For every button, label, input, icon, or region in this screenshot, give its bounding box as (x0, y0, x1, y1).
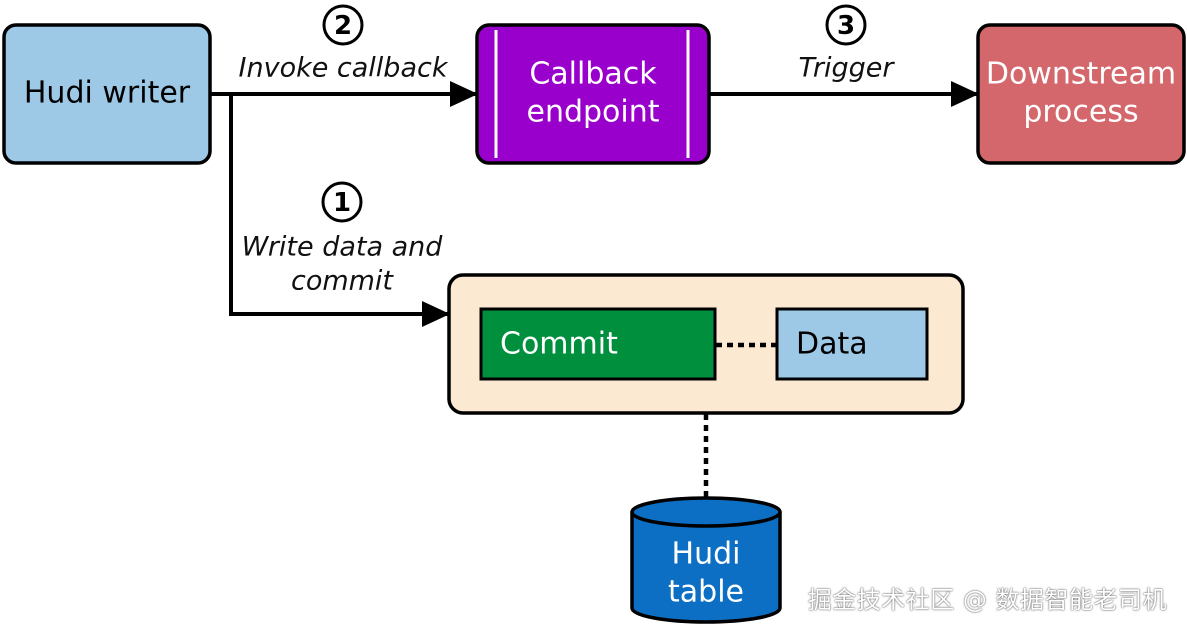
callback-endpoint-node: Callback endpoint (475, 23, 711, 165)
data-node: Data (775, 307, 929, 381)
write-data-label-line2: commit (291, 266, 394, 297)
step-3-number: 3 (837, 11, 855, 41)
callback-endpoint-label-line1: Callback (529, 57, 657, 92)
downstream-process-label-line2: process (1023, 95, 1138, 130)
downstream-process-node: Downstream process (976, 23, 1186, 165)
downstream-process-label-line1: Downstream (986, 57, 1176, 92)
step-2-number: 2 (334, 11, 352, 41)
step-1-badge (321, 181, 363, 223)
commit-node: Commit (479, 307, 717, 381)
commit-label: Commit (500, 327, 618, 362)
step-3-badge (825, 4, 867, 46)
watermark: 掘金技术社区 @ 数据智能老司机 (807, 586, 1167, 614)
trigger-edge: 3 Trigger (709, 4, 979, 107)
hudi-table-label-line1: Hudi (672, 537, 741, 572)
step-2-badge (322, 4, 364, 46)
hudi-table-cylinder: Hudi table (630, 496, 782, 624)
step-1-number: 1 (333, 188, 351, 218)
callback-endpoint-label-line2: endpoint (526, 95, 659, 130)
write-data-label-line1: Write data and (242, 232, 444, 263)
hudi-table-label-line2: table (668, 575, 744, 610)
invoke-callback-edge: 2 Invoke callback (210, 4, 478, 107)
write-data-commit-edge: 1 Write data and commit (229, 94, 450, 327)
trigger-label: Trigger (799, 53, 896, 84)
hudi-table-top (630, 496, 782, 528)
data-label: Data (796, 327, 868, 362)
hudi-writer-node: Hudi writer (2, 23, 212, 165)
invoke-callback-label: Invoke callback (239, 53, 449, 84)
hudi-writer-label: Hudi writer (24, 76, 191, 111)
